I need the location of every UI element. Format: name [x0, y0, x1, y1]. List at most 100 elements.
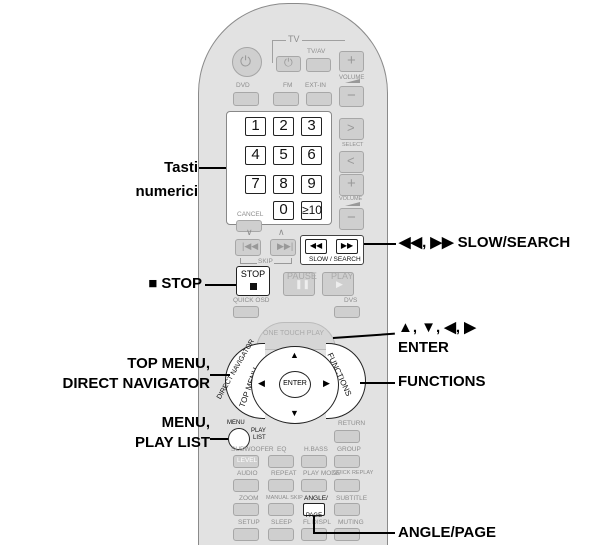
hbass-button[interactable]: [301, 455, 327, 468]
callout-numeric-line2: numerici: [135, 183, 198, 200]
group-button[interactable]: [334, 455, 360, 468]
key-6[interactable]: 6: [301, 146, 322, 165]
subtitle-button[interactable]: [334, 503, 360, 516]
skip-back-icon: |◀◀: [242, 241, 259, 251]
tv-power-button[interactable]: ⏻: [276, 56, 301, 72]
key-10-plus[interactable]: ≥10: [301, 201, 322, 220]
play-mode-label: PLAY MODE: [303, 470, 341, 477]
return-button[interactable]: [334, 430, 360, 443]
leader-angle-page-vertical: [313, 516, 315, 534]
key-9[interactable]: 9: [301, 175, 322, 194]
key-1[interactable]: 1: [245, 117, 266, 136]
volume-wedge-icon: [345, 79, 360, 83]
cancel-button[interactable]: [236, 220, 262, 232]
manual-skip-label: MANUAL SKIP: [266, 495, 303, 501]
zoom-label: ZOOM: [239, 495, 259, 502]
ext-in-button[interactable]: [306, 92, 332, 106]
cancel-label: CANCEL: [237, 211, 264, 218]
eq-button[interactable]: [268, 455, 294, 468]
volume-up-button[interactable]: +: [339, 174, 364, 196]
level-label: LEVEL: [237, 457, 258, 464]
stop-square-icon: [249, 283, 257, 290]
callout-functions: FUNCTIONS: [398, 373, 486, 390]
play-list-label-1: PLAY: [251, 428, 266, 434]
play-button[interactable]: ▶: [322, 272, 354, 296]
pause-label: PAUSE: [287, 271, 317, 281]
skip-down-chevron-icon: ∨: [246, 227, 253, 237]
key-3[interactable]: 3: [301, 117, 322, 136]
key-4[interactable]: 4: [245, 146, 266, 165]
power-icon: ⏻: [240, 53, 252, 69]
leader-angle-page: [313, 532, 395, 534]
rewind-icon: ◀◀: [309, 241, 323, 250]
key-0[interactable]: 0: [273, 201, 294, 220]
zoom-button[interactable]: [233, 503, 259, 516]
muting-button[interactable]: [334, 528, 360, 541]
select-up-button[interactable]: >: [339, 118, 364, 140]
fast-forward-icon: ▶▶: [340, 241, 354, 250]
rewind-button[interactable]: ◀◀: [305, 239, 327, 254]
sleep-label: SLEEP: [271, 519, 292, 526]
fast-forward-button[interactable]: ▶▶: [336, 239, 358, 254]
key-7[interactable]: 7: [245, 175, 266, 194]
menu-play-list-button[interactable]: [228, 428, 250, 450]
skip-back-button[interactable]: |◀◀: [235, 239, 261, 256]
enter-button[interactable]: ENTER: [279, 371, 311, 398]
repeat-button[interactable]: [268, 479, 294, 492]
tv-av-button[interactable]: [306, 58, 331, 72]
power-button[interactable]: ⏻: [232, 47, 262, 77]
fm-button[interactable]: [273, 92, 299, 106]
key-2[interactable]: 2: [273, 117, 294, 136]
volume-label: VOLUME: [339, 196, 363, 202]
subwoofer-button[interactable]: [233, 455, 259, 468]
tv-volume-up-button[interactable]: +: [339, 51, 364, 72]
stop-label: STOP: [240, 269, 266, 279]
tv-volume-down-button[interactable]: −: [339, 86, 364, 107]
quick-replay-label: QUICK REPLAY: [333, 470, 374, 476]
play-list-label-2: LIST: [253, 435, 266, 441]
skip-label: SKIP: [257, 258, 274, 266]
left-arrow-icon[interactable]: ◀: [258, 378, 265, 388]
subtitle-label: SUBTITLE: [336, 495, 368, 502]
one-touch-play-button[interactable]: [256, 322, 336, 350]
play-mode-button[interactable]: [301, 479, 327, 492]
quick-osd-button[interactable]: [233, 306, 259, 318]
callout-stop: ■ STOP: [148, 275, 202, 292]
down-arrow-icon[interactable]: ▼: [290, 408, 299, 418]
dvs-button[interactable]: [334, 306, 360, 318]
callout-numeric-line1: Tasti: [164, 159, 198, 176]
setup-button[interactable]: [233, 528, 259, 541]
leader-menu: [210, 438, 228, 440]
angle-page-button[interactable]: PAGE: [303, 503, 325, 519]
key-5[interactable]: 5: [273, 146, 294, 165]
callout-top-menu: TOP MENU, DIRECT NAVIGATOR: [10, 354, 210, 394]
leader-slow-search: [364, 243, 396, 245]
callout-enter-line: ENTER: [398, 339, 449, 356]
quick-replay-button[interactable]: [334, 479, 360, 492]
skip-up-chevron-icon: ∧: [278, 227, 285, 237]
tv-av-label: TV/AV: [307, 48, 326, 55]
pause-button[interactable]: ❚❚: [283, 272, 315, 296]
up-arrow-icon[interactable]: ▲: [290, 350, 299, 360]
callout-angle-page: ANGLE/PAGE: [398, 524, 497, 541]
sleep-button[interactable]: [268, 528, 294, 541]
tv-group-frame: [272, 40, 345, 63]
callout-numeric-keys: Tasti numerici: [120, 158, 198, 202]
dvd-label: DVD: [236, 82, 250, 89]
leader-numeric: [199, 167, 226, 169]
select-label: SELECT: [342, 142, 364, 148]
key-8[interactable]: 8: [273, 175, 294, 194]
right-arrow-icon[interactable]: ▶: [323, 378, 330, 388]
fl-display-label: FL DISPL: [303, 519, 331, 526]
menu-label: MENU: [227, 420, 245, 426]
callout-top-menu-line1: TOP MENU,: [127, 355, 210, 372]
select-down-button[interactable]: <: [339, 151, 364, 173]
audio-button[interactable]: [233, 479, 259, 492]
enter-label: ENTER: [283, 380, 307, 387]
manual-skip-button[interactable]: [268, 503, 294, 516]
skip-forward-button[interactable]: ▶▶|: [270, 239, 296, 256]
volume-down-button[interactable]: −: [339, 208, 364, 230]
stop-button[interactable]: STOP: [236, 266, 270, 296]
ext-in-label: EXT-IN: [305, 82, 326, 89]
dvd-button[interactable]: [233, 92, 259, 106]
